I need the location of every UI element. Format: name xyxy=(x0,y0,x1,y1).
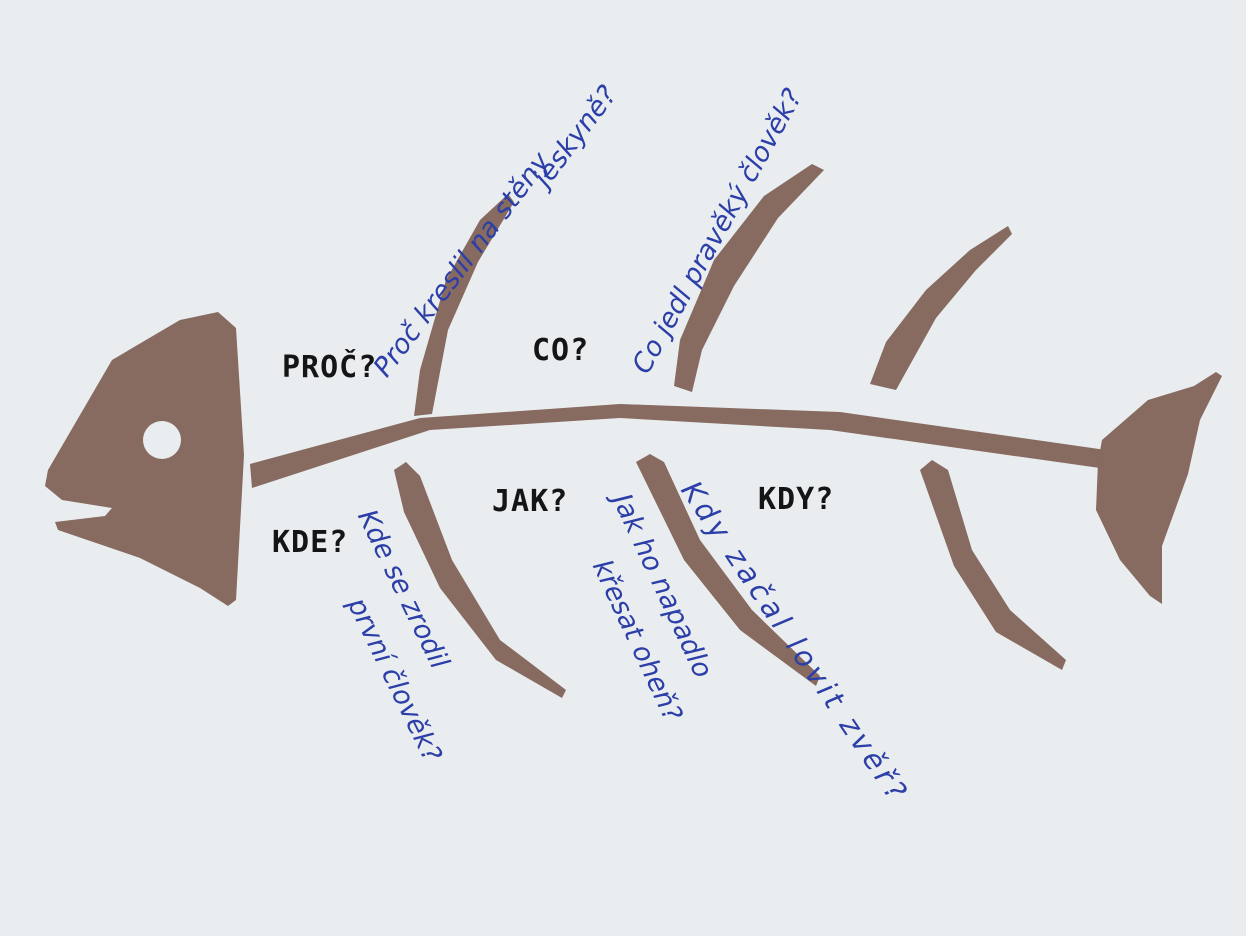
fish-tail xyxy=(1096,372,1222,604)
category-label-kde: KDE? xyxy=(272,525,349,560)
category-label-kdy: KDY? xyxy=(758,482,835,517)
fish-head xyxy=(45,312,244,606)
bone-upper-2 xyxy=(674,164,824,392)
bone-upper-3 xyxy=(870,226,1012,390)
category-label-co: CO? xyxy=(532,333,590,368)
bone-lower-1 xyxy=(394,462,566,698)
bone-upper-1 xyxy=(414,194,514,416)
category-label-jak: JAK? xyxy=(492,484,569,519)
category-label-proc: PROČ? xyxy=(282,350,378,385)
bone-lower-3 xyxy=(920,460,1066,670)
bone-lower-2 xyxy=(636,454,820,686)
fish-spine xyxy=(250,404,1106,488)
fish-eye xyxy=(143,421,181,459)
